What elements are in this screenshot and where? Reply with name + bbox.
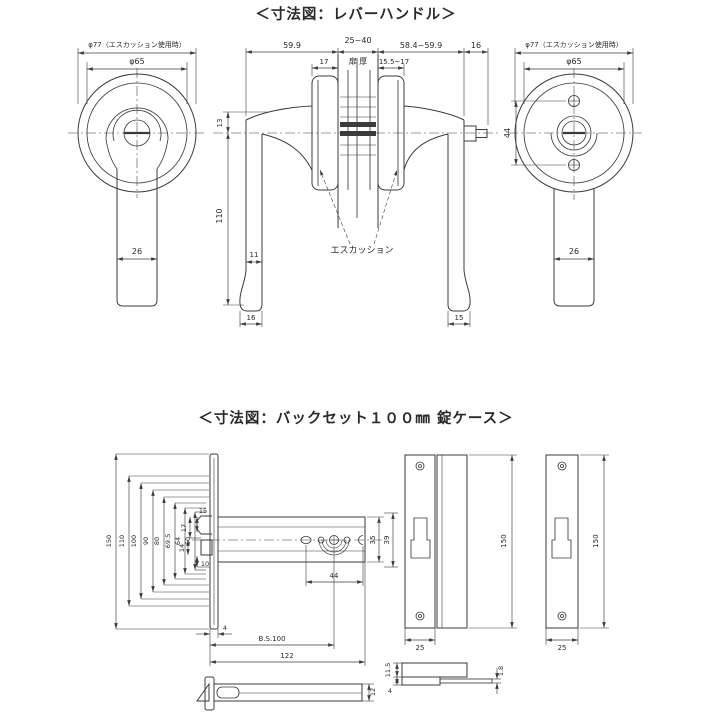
plate-cross-section: 11.5 4 1.8 [384, 662, 505, 695]
right-escutcheon-inner-circle [523, 82, 625, 184]
screw-bottom [568, 159, 580, 171]
edge-hole [358, 535, 364, 545]
esc-depth-left-label: 17 [320, 58, 329, 66]
dim-39-label: 39 [383, 536, 391, 545]
plate-thickness-label: 4 [223, 624, 227, 632]
latch-body [213, 683, 363, 702]
proj-right-label: 58.4~59.9 [400, 41, 442, 50]
case-height-dims: 150 110 100 90 80 69.5 64 60 [105, 453, 209, 630]
esc-depth-right-label: 15.5~17 [379, 58, 409, 66]
lever-left-front-view: φ77（エスカッション使用時） φ65 26 [68, 40, 206, 307]
latch-height-label: 12 [369, 688, 377, 696]
left-grip-front [116, 169, 158, 307]
plate-a-side [436, 454, 468, 629]
plate-a-height-label: 150 [500, 534, 508, 547]
section-upper [401, 662, 468, 678]
latch-bolt-side-view: 12 [196, 676, 377, 711]
plate-b-width-label: 25 [558, 644, 567, 652]
escutcheon-callout-label: エスカッション [330, 245, 393, 256]
lockcase-section-title: ＜寸法図：バックセット１００㎜ 錠ケース＞ [198, 409, 513, 427]
dim-15-label: 15 [199, 507, 207, 515]
plate-a-latch-opening [410, 517, 431, 559]
right-grip-front [553, 188, 595, 307]
left-phi77-label: φ77（エスカッション使用時） [88, 40, 186, 49]
grip-thickness-label: 11 [250, 251, 259, 259]
right-grip-side [447, 120, 471, 312]
plate-a-front [404, 454, 436, 629]
neck-height-label: 13 [216, 119, 224, 128]
dim-14-label: 14 [178, 544, 186, 552]
left-phi65-label: φ65 [129, 57, 144, 66]
lever-side-view: 59.9 25~40 58.4~59.9 16 17 扉 厚 15.5~17 1… [213, 36, 500, 327]
spindle-len-label: 16 [471, 41, 481, 50]
latch-detail-dims: 15 17 14 10 [178, 507, 210, 568]
dim-10-label: 10 [201, 560, 209, 568]
spindle-tip [463, 125, 477, 142]
grip-end-right-label: 15 [455, 314, 464, 322]
dim-150-label: 150 [105, 535, 113, 547]
screw-pitch-label: 44 [503, 128, 512, 138]
lockcase-main-view: 150 110 100 90 80 69.5 64 60 15 [105, 453, 398, 666]
right-phi65-label: φ65 [566, 57, 581, 66]
screw-top [568, 95, 580, 107]
dim-90-label: 90 [142, 537, 150, 545]
handle-length-label: 110 [215, 208, 224, 223]
proj-left-label: 59.9 [283, 41, 301, 50]
section-thin-plate [439, 678, 493, 684]
dim-17-label: 17 [180, 524, 188, 532]
section-11-5-label: 11.5 [384, 663, 392, 677]
face-plate-b: 150 25 [545, 454, 609, 652]
left-grip-side [239, 120, 263, 312]
dim-35-label: 35 [369, 536, 377, 545]
deadbolt-front [200, 539, 213, 556]
lever-right-front-view: φ77（エスカッション使用時） φ65 44 26 [503, 40, 642, 307]
lever-section-title: ＜寸法図：レバーハンドル＞ [255, 5, 456, 23]
door-thickness-label: 扉 厚 [349, 56, 368, 66]
door-range-label: 25~40 [344, 36, 371, 45]
left-escutcheon-inner-circle [86, 82, 188, 184]
section-step [401, 676, 441, 686]
backset-label: B.S.100 [258, 635, 285, 643]
face-plate-a: 150 25 [404, 454, 517, 652]
grip-end-left-label: 16 [247, 314, 256, 322]
dim-80-label: 80 [153, 537, 161, 545]
dim-100-label: 100 [130, 535, 138, 547]
case-body [217, 516, 366, 563]
section-4-label: 4 [388, 687, 392, 695]
right-phi77-label: φ77（エスカッション使用時） [525, 40, 623, 49]
dim-122-label: 122 [280, 652, 293, 660]
right-grip-width-label: 26 [569, 247, 579, 256]
plate-b-latch-opening [551, 517, 572, 559]
dim-64-label: 64 [174, 537, 182, 545]
section-1-8-label: 1.8 [497, 666, 505, 676]
cylinder-hole [300, 536, 312, 544]
cylinder [556, 115, 592, 151]
left-grip-width-label: 26 [132, 247, 142, 256]
dim-110-label: 110 [118, 535, 126, 547]
latch-bevel [196, 682, 210, 702]
dim-69-5-label: 69.5 [164, 534, 172, 548]
left-escutcheon-outer-circle [77, 73, 197, 193]
right-escutcheon-side [377, 75, 405, 191]
plate-a-width-label: 25 [416, 644, 425, 652]
plate-b-front [545, 454, 579, 629]
plate-b-height-label: 150 [592, 534, 600, 547]
